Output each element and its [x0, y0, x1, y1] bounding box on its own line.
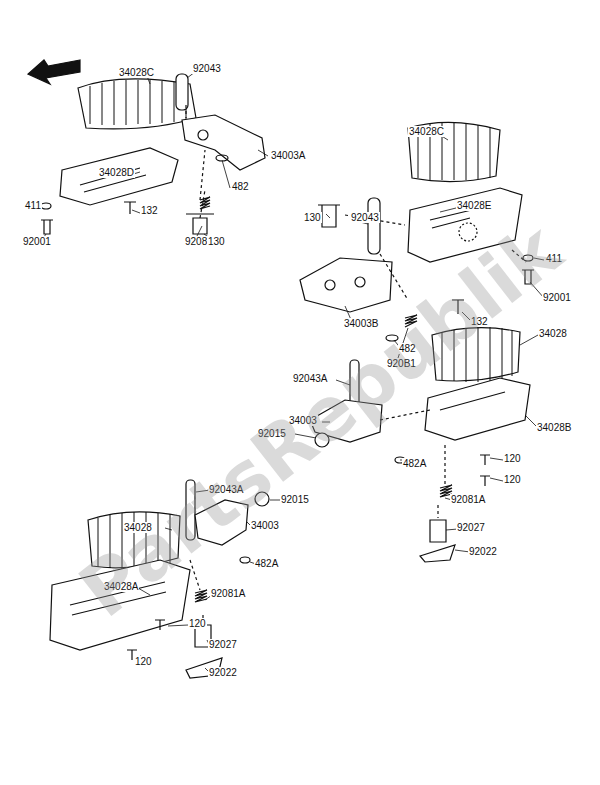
- callout-number: 92081A: [210, 588, 246, 599]
- callout-number: 92022: [208, 667, 238, 678]
- callout-number: 132: [140, 205, 159, 216]
- callout-number: 120: [134, 656, 153, 667]
- callout-number: 34028D: [98, 167, 135, 178]
- callout-number: 34028C: [118, 67, 155, 78]
- callout-number: 482A: [254, 558, 279, 569]
- callout-number: 34028C: [408, 126, 445, 137]
- callout-number: 482: [231, 181, 250, 192]
- callout-number: 482A: [402, 458, 427, 469]
- callout-number: 92043: [192, 63, 222, 74]
- callout-number: 34028B: [536, 422, 572, 433]
- callout-number: 92027: [456, 522, 486, 533]
- callout-number: 120: [503, 453, 522, 464]
- callout-number: 130: [303, 212, 322, 223]
- callout-number: 92081A: [450, 494, 486, 505]
- callout-number: 34028E: [456, 200, 492, 211]
- callout-number: 120: [188, 618, 207, 629]
- callout-number: 92022: [468, 546, 498, 557]
- callout-number: 92043: [350, 212, 380, 223]
- callout-number: 34028: [538, 328, 568, 339]
- callout-number: 92001: [22, 236, 52, 247]
- callout-number: 92027: [208, 639, 238, 650]
- callout-number: 130: [207, 236, 226, 247]
- callout-number: 120: [503, 474, 522, 485]
- callout-number: 411: [24, 200, 42, 211]
- callout-number: 34003A: [270, 150, 306, 161]
